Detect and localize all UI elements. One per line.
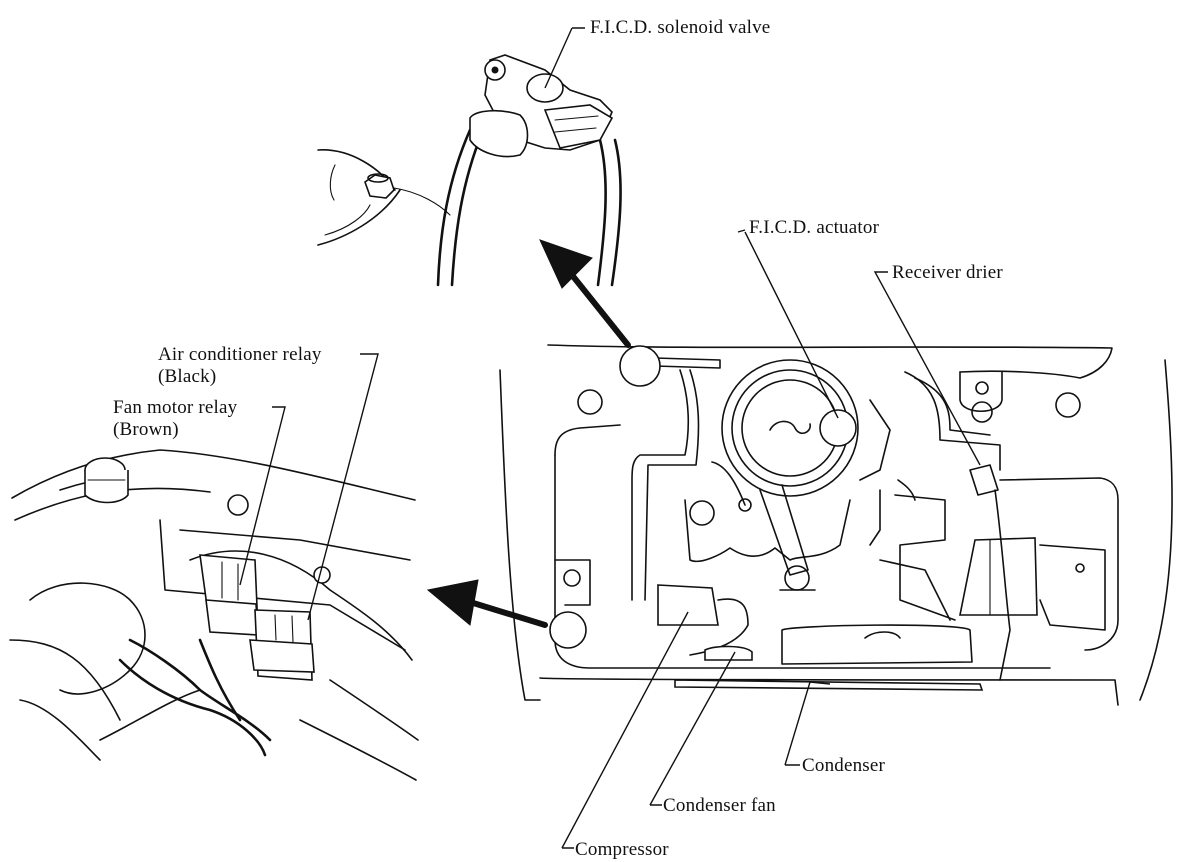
label-fan-motor-relay-color: (Brown) [113, 419, 179, 440]
solenoid-valve-inset [317, 54, 622, 287]
label-ac-relay: Air conditioner relay [158, 344, 322, 365]
air-conditioner-relay [199, 554, 259, 636]
callout-labels: F.I.C.D. solenoid valve F.I.C.D. actuato… [113, 17, 1003, 860]
reservoir-cap [84, 457, 129, 504]
label-ac-relay-color: (Black) [158, 366, 216, 387]
solenoid-location-circle [619, 345, 661, 387]
label-condenser: Condenser [802, 755, 886, 776]
label-condenser-fan: Condenser fan [663, 795, 776, 816]
label-ficd-solenoid-valve: F.I.C.D. solenoid valve [590, 17, 770, 38]
condenser-fan [704, 645, 753, 661]
leader-lines [239, 27, 981, 849]
engine-bay-main [499, 344, 1173, 706]
label-compressor: Compressor [575, 839, 669, 860]
relay-location-circle [549, 611, 587, 649]
mounting-nut [364, 173, 395, 199]
compressor [657, 584, 749, 656]
actuator-location-circle [819, 409, 857, 447]
label-ficd-actuator: F.I.C.D. actuator [749, 217, 880, 238]
relay-inset [9, 449, 419, 781]
ficd-solenoid-valve-body [469, 54, 614, 158]
arrow-to-relay-inset [426, 579, 548, 628]
arrow-to-solenoid-inset [539, 239, 631, 348]
battery [959, 537, 1038, 616]
label-fan-motor-relay: Fan motor relay [113, 397, 238, 418]
condenser [674, 679, 984, 691]
label-receiver-drier: Receiver drier [892, 262, 1003, 283]
fan-motor-relay [249, 609, 315, 681]
